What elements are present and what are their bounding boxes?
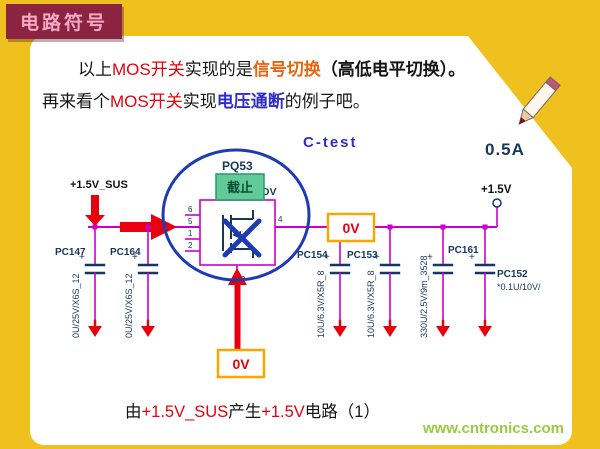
ground-arrow-icon	[141, 326, 155, 337]
intro-text: 的例子吧。	[284, 92, 370, 111]
watermark: www.cntronics.com	[422, 420, 564, 437]
mosfet-pq53: 6 5 1 2 3 4 PQ53 SI2305DDV 截止	[185, 159, 283, 285]
pin-number: 4	[278, 215, 283, 224]
caption-text: 由	[125, 403, 142, 421]
slide-caption: 由+1.5V_SUS产生+1.5V电路（1）	[30, 398, 475, 422]
cap-ref: PC153	[347, 250, 378, 261]
ov-box-bottom: 0V	[216, 348, 266, 379]
cap-value: 10U/6.3V/X5R_8	[316, 270, 326, 338]
intro-text: 再来看个	[42, 92, 110, 111]
input-net-label: +1.5V_SUS	[70, 179, 128, 191]
cap-plus-sign: +	[79, 252, 85, 263]
intro-text: 实现的是	[184, 60, 253, 79]
circuit-schematic: + PC147 0U/25V/X6S_12 + PC164 0U/25V/X6S…	[55, 134, 541, 379]
intro-text-paren: （高低电平切换）。	[320, 60, 466, 79]
cap-ref: PC152	[497, 269, 528, 280]
terminal-circle-icon	[492, 198, 502, 208]
caption-net-15v: +1.5V	[261, 403, 305, 421]
input-net: +1.5V_SUS	[70, 179, 128, 226]
slide-title: 电路符号	[20, 13, 109, 34]
pencil-icon	[518, 76, 561, 125]
ground-arrow-icon	[436, 326, 450, 337]
intro-highlight-signal: 信号切换	[252, 60, 321, 79]
ov-box-right: 0V	[326, 212, 376, 243]
cap-plus-sign: +	[324, 252, 330, 263]
cutoff-state-box	[215, 173, 265, 201]
gate-up-arrow	[228, 268, 247, 350]
intro-line-2: 再来看个MOS开关实现电压通断的例子吧。	[42, 87, 370, 112]
caption-text: 电路（1）	[304, 403, 380, 421]
cap-plus-sign: +	[427, 252, 433, 263]
cap-value: 0U/25V/X6S_12	[71, 273, 81, 338]
pin-number: 5	[188, 217, 193, 226]
ground-arrow-icon	[88, 326, 102, 337]
cap-value: *0.1U/10V/	[497, 282, 541, 292]
slide-panel	[30, 36, 572, 445]
cap-ref: PC147	[55, 247, 86, 258]
cap-ref: PC154	[297, 250, 328, 261]
cap-pc154: + PC154 10U/6.3V/X5R_8	[297, 224, 351, 338]
cutoff-state-label: 截止	[227, 180, 253, 195]
pin-number: 1	[188, 229, 193, 238]
cap-plus-sign: +	[132, 252, 138, 263]
cap-plus-sign: +	[374, 252, 380, 263]
cap-value: 0U/25V/X6S_12	[124, 273, 134, 338]
crossed-out-x-icon	[222, 218, 262, 258]
cap-ref: PC161	[448, 245, 479, 256]
intro-text: 实现	[182, 92, 217, 111]
cap-value: 10U/6.3V/X5R_8	[366, 270, 376, 338]
slide-title-badge: 电路符号	[6, 4, 123, 39]
output-net-label: +1.5V	[481, 184, 512, 196]
highlight-ellipse	[161, 148, 311, 282]
output-terminal: +1.5V	[481, 184, 512, 227]
cap-pc147: + PC147 0U/25V/X6S_12	[55, 224, 106, 338]
cap-pc153: + PC153 10U/6.3V/X5R_8	[347, 224, 401, 338]
cap-plus-sign: +	[469, 252, 475, 263]
cap-value: 330U/2.5V/9m_3528	[419, 255, 429, 338]
intro-text: 以上	[78, 60, 112, 79]
pin-number: 2	[188, 241, 193, 250]
caption-net-sus: +1.5V_SUS	[141, 403, 229, 421]
mosfet-ref-label: PQ53	[222, 159, 253, 173]
caption-text: 产生	[228, 403, 262, 421]
ground-arrow-icon	[383, 326, 397, 337]
ov-right-label: 0V	[342, 220, 360, 236]
input-down-arrow	[85, 215, 105, 226]
intro-highlight-mos: MOS开关	[112, 60, 185, 79]
cap-pc164: + PC164 0U/25V/X6S_12	[110, 224, 159, 338]
pin-number: 6	[188, 205, 193, 214]
current-annotation: 0.5A	[485, 140, 525, 159]
ground-arrow-icon	[478, 326, 492, 337]
cap-ref: PC164	[110, 247, 141, 258]
schematic-title: C-test	[303, 134, 358, 151]
intro-line-1: 以上MOS开关实现的是信号切换（高低电平切换）。	[78, 55, 465, 80]
intro-highlight-voltage: 电压通断	[216, 92, 285, 111]
ground-arrow-icon	[333, 326, 347, 337]
ov-bottom-label: 0V	[232, 356, 250, 372]
cap-pc161: + PC161 330U/2.5V/9m_3528	[419, 224, 479, 338]
cap-pc152: + PC152 *0.1U/10V/	[469, 224, 541, 337]
intro-highlight-mos: MOS开关	[110, 92, 183, 111]
